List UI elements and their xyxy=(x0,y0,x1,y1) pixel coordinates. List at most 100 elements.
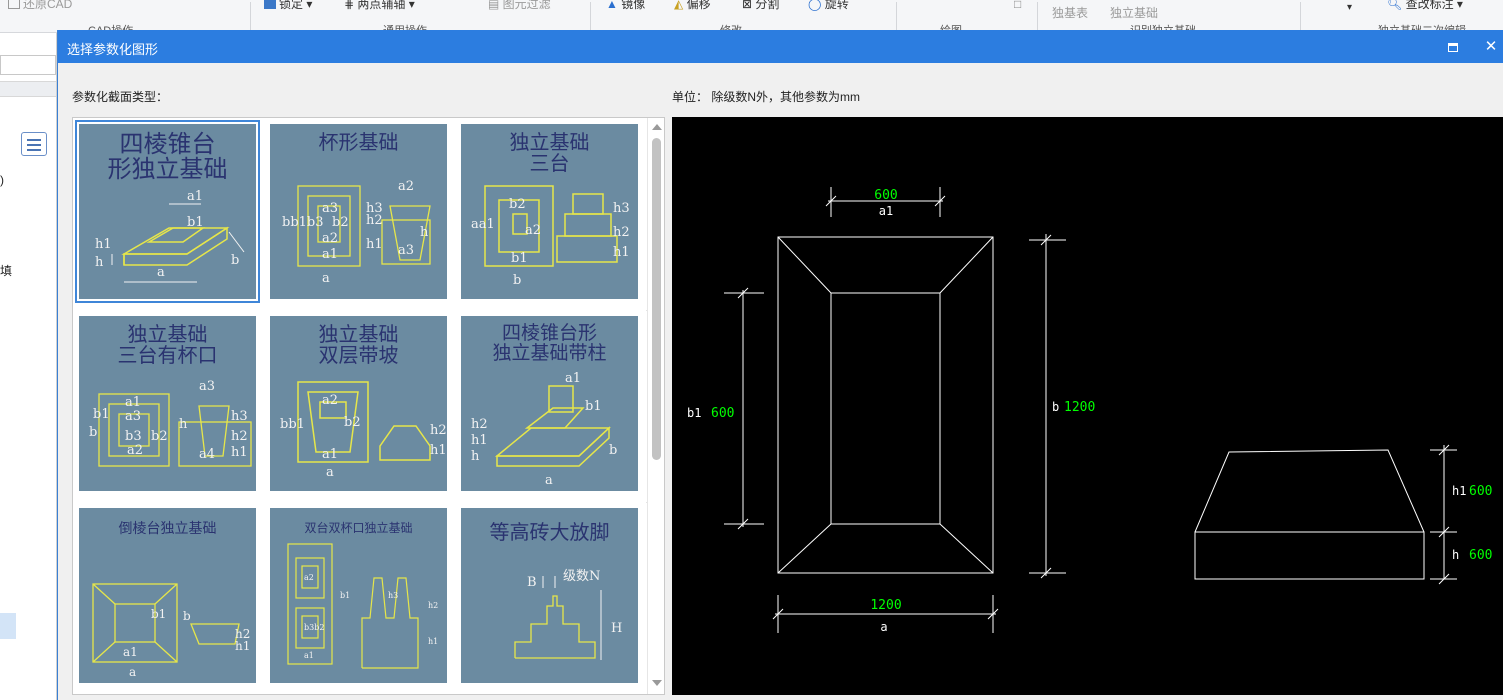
section-caption: 等高砖大放脚 xyxy=(489,520,610,544)
cad-ops-group-label: CAD操作 xyxy=(88,25,134,33)
a-value[interactable]: 1200 xyxy=(870,598,901,613)
isolated-table-button[interactable]: 独基表 xyxy=(1052,6,1089,20)
svg-text:a1: a1 xyxy=(304,651,314,660)
svg-text:a3: a3 xyxy=(398,243,414,258)
svg-text:a4: a4 xyxy=(199,447,215,462)
axis-icon: ⋕ xyxy=(344,0,358,11)
scrollbar-thumb[interactable] xyxy=(652,138,661,460)
svg-text:h1: h1 xyxy=(366,237,383,252)
maximize-button[interactable] xyxy=(1436,30,1470,63)
svg-text:a: a xyxy=(322,271,330,286)
rotate-label: 旋转 xyxy=(824,0,849,11)
svg-text:a: a xyxy=(326,465,334,480)
svg-text:a: a xyxy=(157,265,165,280)
split-label: 分割 xyxy=(755,0,780,11)
svg-text:B: B xyxy=(527,575,537,590)
svg-text:a3: a3 xyxy=(125,409,141,424)
svg-text:h3: h3 xyxy=(231,409,248,424)
svg-text:b2: b2 xyxy=(151,429,168,444)
svg-text:b3b2: b3b2 xyxy=(304,623,324,632)
scroll-up-icon[interactable] xyxy=(652,124,662,130)
h1-value[interactable]: 600 xyxy=(1469,484,1492,499)
ribbon-toolbar: 还原CAD CAD操作 锁定 ▾ ⋕ 两点辅轴 ▾ ▤ 图元过滤 通用操作 ▲ … xyxy=(0,0,1503,33)
dropdown-arrow-icon[interactable]: ▾ xyxy=(1347,2,1353,13)
offset-button[interactable]: ◭ 偏移 xyxy=(674,0,711,12)
svg-text:b2: b2 xyxy=(344,415,361,430)
a1-value[interactable]: 600 xyxy=(874,188,897,203)
svg-text:b1: b1 xyxy=(187,215,204,230)
svg-text:b3: b3 xyxy=(125,429,142,444)
list-view-icon[interactable] xyxy=(21,132,47,156)
svg-text:h2: h2 xyxy=(613,225,630,240)
svg-text:h3: h3 xyxy=(366,201,383,216)
svg-text:h2: h2 xyxy=(428,601,438,610)
svg-text:b2: b2 xyxy=(509,197,526,212)
svg-text:h2: h2 xyxy=(430,423,447,438)
draw-shape-icon[interactable]: □ xyxy=(1014,0,1022,11)
left-panel-row-1: ) xyxy=(0,173,4,187)
rotate-button[interactable]: ◯ 旋转 xyxy=(808,0,849,12)
svg-text:a2: a2 xyxy=(322,231,338,246)
h-value[interactable]: 600 xyxy=(1469,548,1492,563)
svg-text:a3: a3 xyxy=(199,379,215,394)
close-button[interactable]: ✕ xyxy=(1474,30,1503,63)
recognize-group-label: 识别独立基础 xyxy=(1130,25,1196,33)
svg-text:a1: a1 xyxy=(322,247,338,262)
svg-text:a: a xyxy=(129,665,136,679)
split-button[interactable]: ⊠ 分割 xyxy=(742,0,779,12)
svg-text:a2: a2 xyxy=(398,179,414,194)
svg-text:aa1: aa1 xyxy=(471,217,495,232)
svg-text:b: b xyxy=(609,443,617,458)
b1-value[interactable]: 600 xyxy=(711,406,734,421)
scroll-down-icon[interactable] xyxy=(652,680,662,686)
view-annotation-button[interactable]: 🔍︎ 查改标注 ▾ xyxy=(1387,0,1463,12)
svg-text:a1: a1 xyxy=(125,395,141,410)
gallery-scrollbar[interactable] xyxy=(647,118,664,694)
svg-text:b1: b1 xyxy=(585,399,602,414)
mirror-button[interactable]: ▲ 镜像 xyxy=(606,0,645,12)
svg-text:a1: a1 xyxy=(565,371,581,386)
element-filter-label: 图元过滤 xyxy=(502,0,551,11)
section-caption: 杯形基础 xyxy=(318,130,399,154)
left-panel-input[interactable] xyxy=(0,55,56,75)
isolated-foundation-button[interactable]: 独立基础 xyxy=(1110,6,1159,20)
restore-cad-button[interactable]: 还原CAD xyxy=(8,0,72,12)
two-point-axis-button[interactable]: ⋕ 两点辅轴 ▾ xyxy=(344,0,415,12)
left-panel-selected-item[interactable] xyxy=(0,613,16,639)
lock-button[interactable]: 锁定 ▾ xyxy=(264,0,312,12)
element-filter-button[interactable]: ▤ 图元过滤 xyxy=(488,0,551,12)
svg-text:h: h xyxy=(95,255,104,270)
elevation-base xyxy=(1194,531,1425,580)
svg-text:h1: h1 xyxy=(613,245,630,260)
section-type-label: 参数化截面类型： xyxy=(72,90,169,104)
svg-text:h2: h2 xyxy=(471,417,488,432)
left-panel-header xyxy=(0,81,56,97)
svg-text:h3: h3 xyxy=(613,201,630,216)
svg-text:a1: a1 xyxy=(322,447,338,462)
b-value[interactable]: 1200 xyxy=(1064,400,1095,415)
plan-inner-rect xyxy=(830,292,941,525)
svg-text:a3: a3 xyxy=(322,201,338,216)
svg-text:h1: h1 xyxy=(235,639,250,653)
annotation-group-label: 独立基础二次编辑 xyxy=(1378,25,1466,33)
